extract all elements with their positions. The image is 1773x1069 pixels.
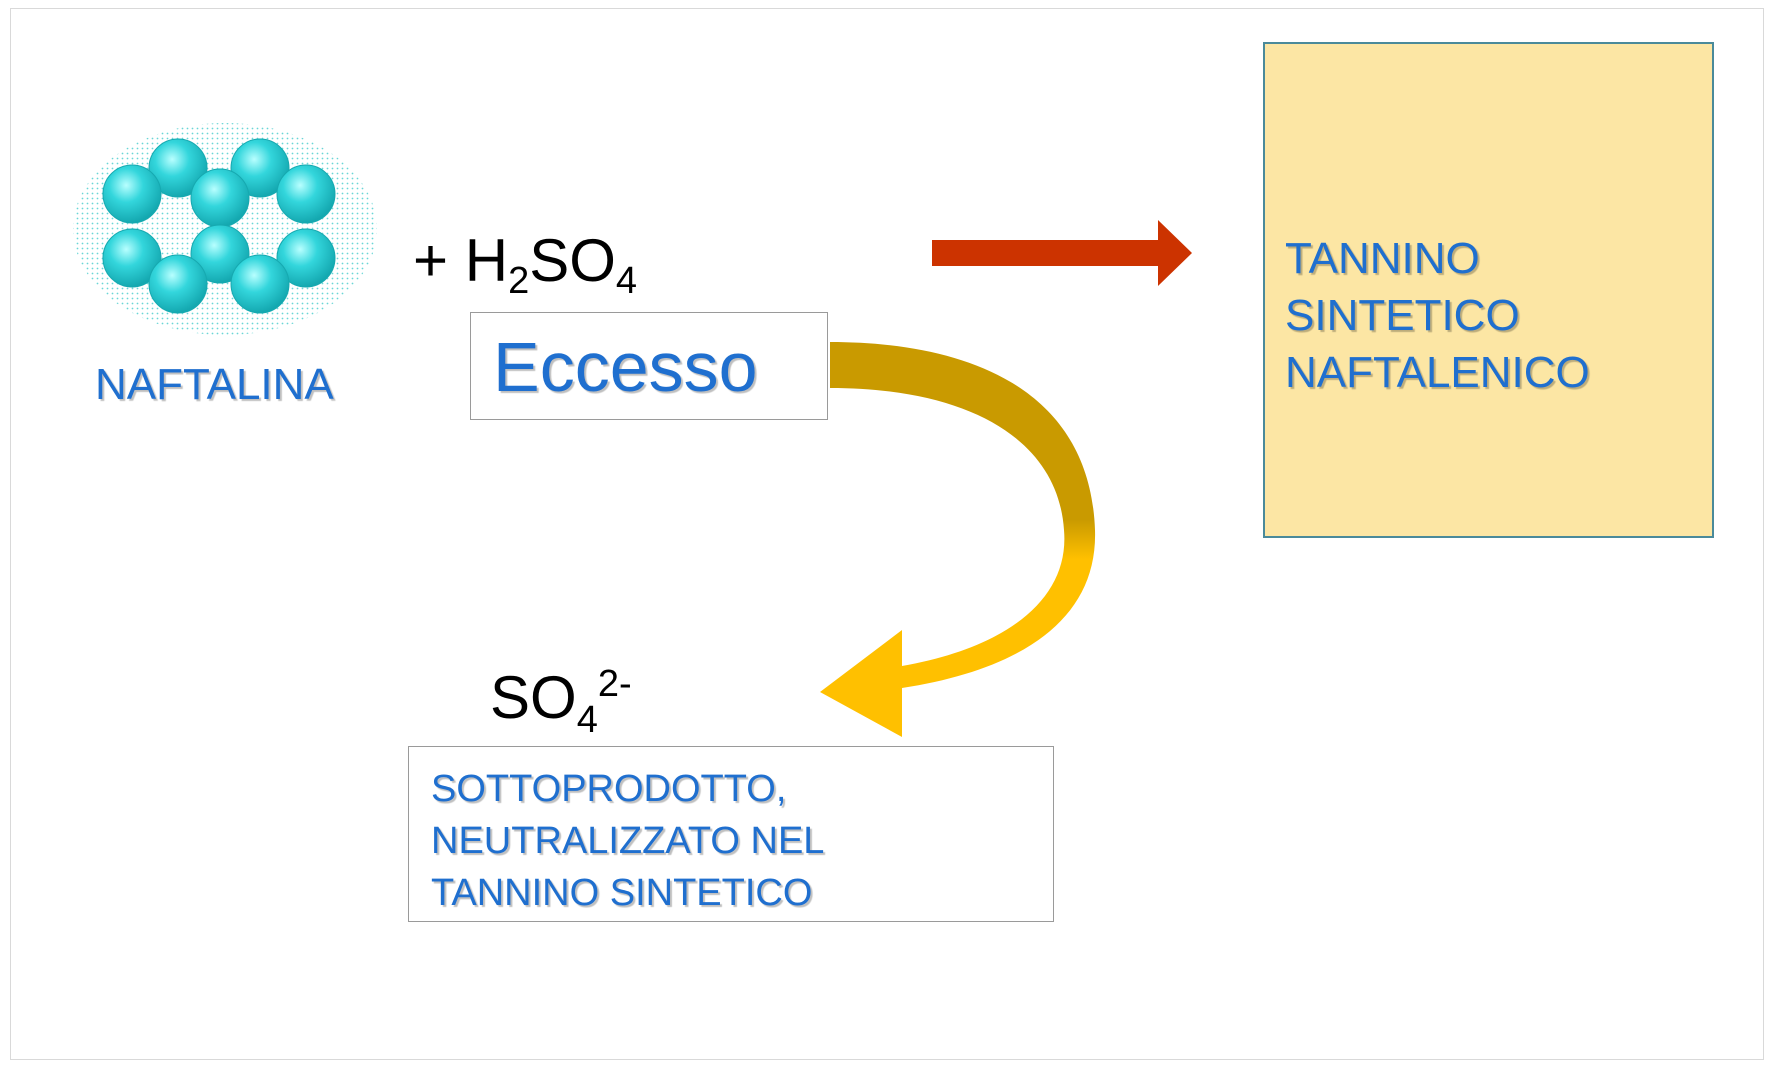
- ion-so: SO: [490, 664, 577, 731]
- carbon-atom: [230, 254, 290, 314]
- carbon-atom: [276, 228, 336, 288]
- carbon-atom: [102, 228, 162, 288]
- reaction-arrow-icon: [932, 220, 1192, 286]
- ion-charge: 2-: [597, 663, 632, 705]
- byproduct-line: SOTTOPRODOTTO,: [431, 768, 787, 810]
- carbon-atom: [190, 224, 250, 284]
- product-label: TANNINO SINTETICO NAFTALENICO: [1285, 230, 1590, 401]
- product-line: SINTETICO: [1285, 291, 1520, 340]
- product-line: NAFTALENICO: [1285, 348, 1590, 397]
- byproduct-line: NEUTRALIZZATO NEL: [431, 820, 825, 862]
- plus-sign: +: [413, 227, 465, 294]
- ion-subscript: 4: [576, 699, 598, 741]
- carbon-atom: [230, 138, 290, 198]
- reagent-formula: + H2SO4: [413, 226, 637, 303]
- formula-so: SO: [529, 227, 616, 294]
- carbon-atom: [102, 164, 162, 224]
- formula-h-subscript: 2: [508, 260, 530, 302]
- carbon-atom: [276, 164, 336, 224]
- formula-h: H: [464, 227, 509, 294]
- excess-box: Eccesso: [470, 312, 828, 420]
- byproduct-box: SOTTOPRODOTTO, NEUTRALIZZATO NEL TANNINO…: [408, 746, 1054, 922]
- carbon-atom: [148, 138, 208, 198]
- byproduct-line: TANNINO SINTETICO: [431, 872, 813, 914]
- carbon-atom: [148, 254, 208, 314]
- product-line: TANNINO: [1285, 234, 1480, 283]
- carbon-atom: [190, 168, 250, 228]
- reactant-label: NAFTALINA: [95, 360, 334, 409]
- naphthalene-molecule-icon: [73, 123, 377, 335]
- curved-arrow-icon: [820, 342, 1096, 737]
- byproduct-label: SOTTOPRODOTTO, NEUTRALIZZATO NEL TANNINO…: [431, 763, 824, 919]
- product-box: TANNINO SINTETICO NAFTALENICO: [1263, 42, 1714, 538]
- byproduct-ion-formula: SO42-: [490, 663, 632, 742]
- atom-group: [102, 138, 336, 314]
- excess-label: Eccesso: [493, 328, 758, 406]
- formula-o-subscript: 4: [615, 260, 638, 302]
